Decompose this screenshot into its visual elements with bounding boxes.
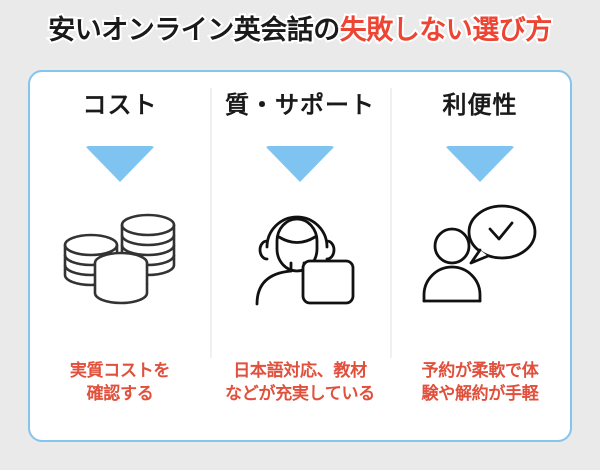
column-convenience-caption-line-1: 予約が柔軟で体	[421, 361, 539, 381]
triangle-down-icon	[85, 146, 155, 182]
column-cost-caption-line-1: 実質コストを	[69, 361, 171, 381]
column-convenience-caption: 予約が柔軟で体 験や解約が手軽	[390, 360, 570, 406]
column-cost-caption-line-2: 確認する	[86, 384, 154, 404]
coin-stacks-icon	[55, 198, 185, 308]
triangle-down-icon	[445, 146, 515, 182]
triangle-down-icon	[265, 146, 335, 182]
column-convenience: 利便性 予約が柔軟で体 験や解約が手軽	[390, 72, 570, 440]
comparison-card: コスト 実質コストを	[28, 70, 572, 442]
column-quality-support-caption-line-1: 日本語対応、教材	[233, 361, 367, 381]
column-cost-heading: コスト	[82, 92, 158, 119]
page-title: 安いオンライン英会話の失敗しない選び方	[0, 13, 600, 47]
column-quality-support-caption-line-2: などが充実している	[225, 384, 375, 404]
column-convenience-heading: 利便性	[442, 92, 518, 119]
column-convenience-caption-line-2: 験や解約が手軽	[421, 384, 539, 404]
page-title-primary: 安いオンライン英会話の	[46, 13, 342, 47]
person-speech-bubble-check-icon	[418, 198, 543, 308]
column-quality-support-heading: 質・サポート	[225, 92, 375, 119]
column-quality-support: 質・サポート	[210, 72, 390, 440]
column-quality-support-caption: 日本語対応、教材 などが充実している	[210, 360, 390, 406]
page-title-highlight: 失敗しない選び方	[338, 13, 555, 47]
column-cost-caption: 実質コストを 確認する	[30, 360, 210, 406]
support-agent-headset-icon	[241, 198, 359, 308]
column-cost: コスト 実質コストを	[30, 72, 210, 440]
